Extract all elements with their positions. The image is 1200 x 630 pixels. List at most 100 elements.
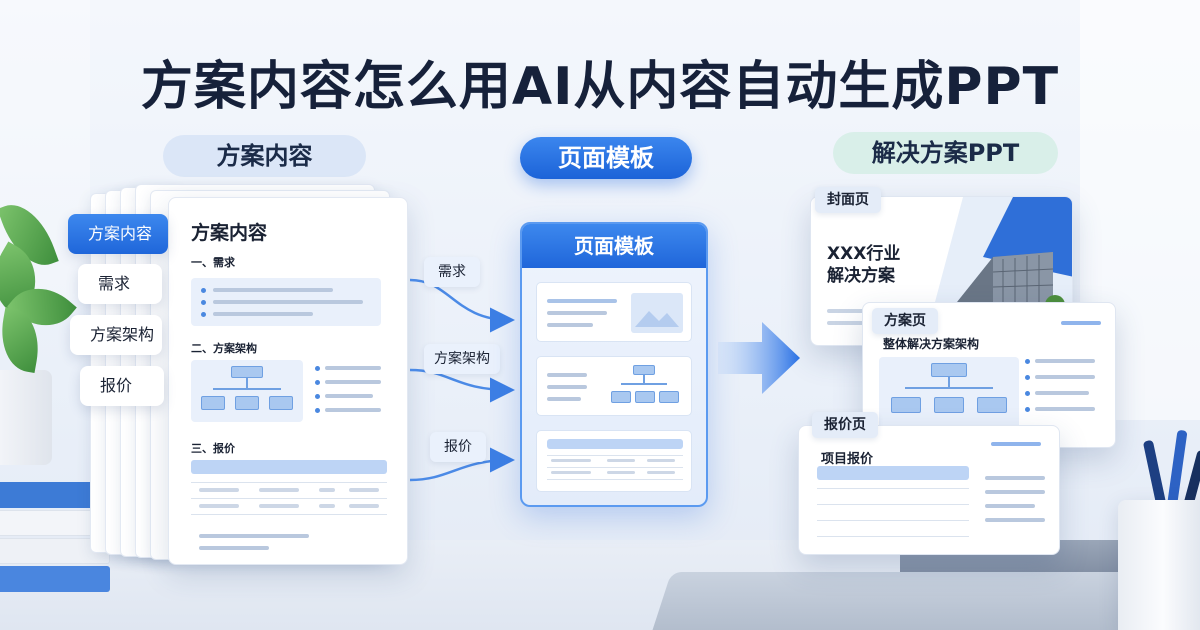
big-right-arrow-icon bbox=[718, 322, 800, 394]
text-line bbox=[199, 488, 239, 492]
diagram-connector bbox=[621, 383, 667, 385]
bullet-dot bbox=[1025, 391, 1030, 396]
section-heading-quote: 三、报价 bbox=[191, 442, 235, 455]
text-line bbox=[1035, 375, 1095, 379]
text-line bbox=[325, 380, 381, 384]
slide-accent-bar bbox=[1061, 321, 1101, 325]
template-card-diagram bbox=[536, 356, 692, 416]
template-header: 页面模板 bbox=[522, 224, 706, 268]
bullet-dot bbox=[315, 380, 320, 385]
bullet-dot bbox=[1025, 375, 1030, 380]
text-line bbox=[647, 471, 675, 474]
diagram-connector bbox=[246, 378, 248, 388]
flow-arrows bbox=[409, 278, 515, 482]
quote-slide-tag: 报价页 bbox=[812, 412, 878, 438]
diagram-connector bbox=[643, 375, 645, 383]
bullet-dot bbox=[1025, 359, 1030, 364]
bullet-dot bbox=[315, 394, 320, 399]
text-line bbox=[319, 488, 335, 492]
text-line bbox=[547, 311, 607, 315]
text-line bbox=[199, 534, 309, 538]
document-title: 方案内容 bbox=[191, 222, 268, 244]
text-line bbox=[213, 300, 363, 304]
column-header-content: 方案内容 bbox=[163, 135, 366, 177]
diagram-node bbox=[635, 391, 655, 403]
text-line bbox=[259, 488, 299, 492]
tab-quote[interactable]: 报价 bbox=[80, 366, 164, 406]
text-line bbox=[349, 488, 379, 492]
table-row bbox=[191, 514, 387, 515]
arrow-label-quote: 报价 bbox=[430, 432, 486, 462]
table-row bbox=[547, 479, 683, 480]
text-line bbox=[551, 471, 591, 474]
cover-title-line2: 解决方案 bbox=[827, 266, 895, 286]
text-line bbox=[547, 299, 617, 303]
diagram-node bbox=[231, 366, 263, 378]
solution-slide-tag: 方案页 bbox=[872, 308, 938, 334]
text-line bbox=[647, 459, 675, 462]
quote-slide-title: 项目报价 bbox=[821, 452, 874, 467]
diagram-node bbox=[633, 365, 655, 375]
page-title: 方案内容怎么用AI从内容自动生成PPT bbox=[140, 57, 1060, 117]
slide-accent-bar bbox=[991, 442, 1041, 446]
quote-slide: 项目报价 bbox=[798, 425, 1060, 555]
table-header bbox=[547, 439, 683, 449]
text-line bbox=[985, 504, 1035, 508]
text-line bbox=[547, 397, 581, 401]
diagram-node bbox=[611, 391, 631, 403]
cover-title-line1: XXX行业 bbox=[827, 244, 901, 264]
text-line bbox=[607, 459, 635, 462]
template-card-text-image bbox=[536, 282, 692, 342]
text-line bbox=[607, 471, 635, 474]
requirement-block bbox=[191, 278, 381, 326]
section-heading-requirement: 一、需求 bbox=[191, 256, 235, 269]
tab-content[interactable]: 方案内容 bbox=[68, 214, 168, 254]
arrow-label-requirement: 需求 bbox=[424, 257, 480, 287]
diagram-node bbox=[977, 397, 1007, 413]
text-line bbox=[985, 518, 1045, 522]
text-line bbox=[213, 312, 313, 316]
table-row bbox=[817, 536, 969, 537]
text-line bbox=[325, 366, 381, 370]
table-row bbox=[817, 488, 969, 489]
diagram-node bbox=[891, 397, 921, 413]
text-line bbox=[319, 504, 335, 508]
text-line bbox=[1035, 359, 1095, 363]
column-header-template: 页面模板 bbox=[520, 137, 692, 179]
diagram-connector bbox=[213, 388, 281, 390]
text-line bbox=[199, 504, 239, 508]
cover-slide-tag: 封面页 bbox=[815, 187, 881, 213]
diagram-node bbox=[235, 396, 259, 410]
text-line bbox=[547, 373, 587, 377]
tab-architecture[interactable]: 方案架构 bbox=[70, 315, 162, 355]
page-template: 页面模板 bbox=[520, 222, 708, 507]
text-line bbox=[199, 546, 269, 550]
solution-slide-title: 整体解决方案架构 bbox=[883, 337, 980, 351]
text-line bbox=[547, 323, 593, 327]
diagram-connector bbox=[905, 387, 993, 389]
diagram-node bbox=[934, 397, 964, 413]
plant-pot bbox=[0, 370, 52, 465]
text-line bbox=[551, 459, 591, 462]
diagram-node bbox=[659, 391, 679, 403]
diagram-node bbox=[931, 363, 967, 377]
table-row bbox=[191, 498, 387, 499]
arrow-label-architecture: 方案架构 bbox=[424, 344, 500, 374]
text-line bbox=[827, 321, 871, 325]
text-line bbox=[325, 408, 381, 412]
book bbox=[0, 566, 110, 592]
text-line bbox=[259, 504, 299, 508]
pencil-cup bbox=[1118, 500, 1200, 630]
bullet-dot bbox=[201, 312, 206, 317]
tab-requirement[interactable]: 需求 bbox=[78, 264, 162, 304]
bullet-dot bbox=[1025, 407, 1030, 412]
flow-arrow-icon bbox=[409, 447, 515, 482]
bullet-dot bbox=[201, 288, 206, 293]
bullet-dot bbox=[315, 366, 320, 371]
text-line bbox=[827, 309, 887, 313]
text-line bbox=[1035, 407, 1095, 411]
bullet-dot bbox=[315, 408, 320, 413]
diagram-connector bbox=[948, 377, 950, 387]
text-line bbox=[985, 476, 1045, 480]
solution-architecture-diagram bbox=[879, 357, 1019, 429]
